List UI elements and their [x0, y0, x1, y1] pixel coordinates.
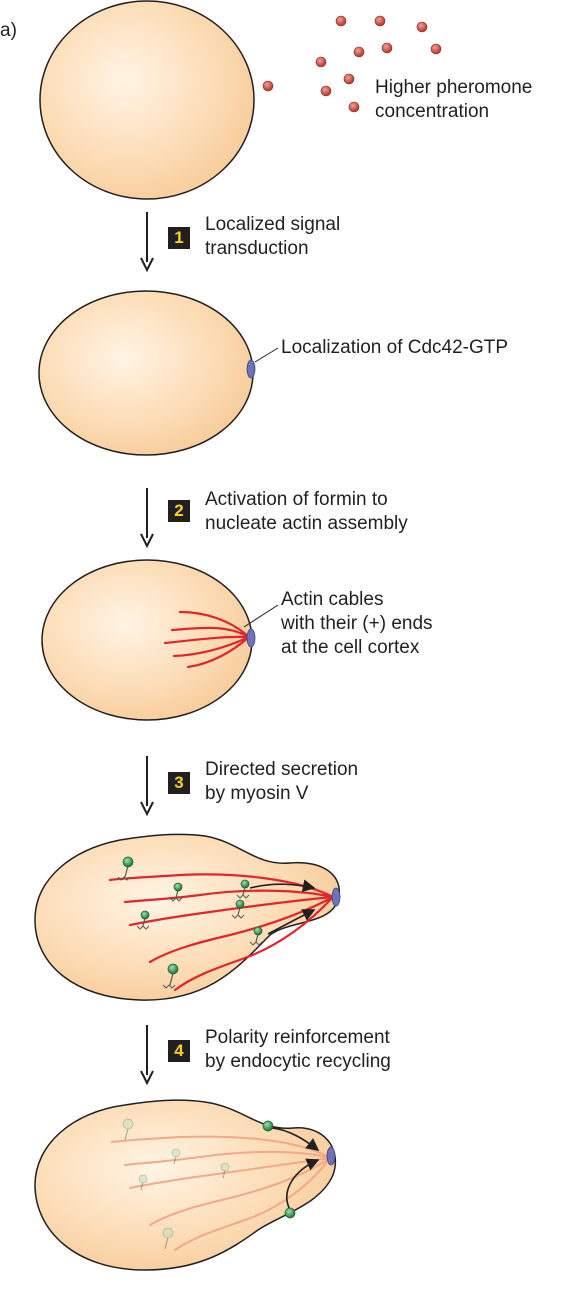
step-2-label-line2: nucleate actin assembly — [205, 513, 408, 534]
down-arrow-icon — [140, 488, 154, 549]
secretory-vesicle-icon — [162, 963, 179, 989]
actin-cables — [163, 610, 251, 669]
secretory-vesicle-icon — [122, 1118, 134, 1141]
cell-directed-secretion — [34, 833, 341, 1001]
stimulus-label-line1: Higher pheromone — [375, 77, 533, 98]
cell-body — [38, 290, 254, 456]
cdc42-patch — [331, 887, 341, 907]
pheromone-molecule-icon — [315, 56, 327, 68]
pheromone-molecule-icon — [430, 43, 442, 55]
pheromone-molecule-icon — [343, 73, 355, 85]
secretory-vesicle-icon — [138, 1174, 148, 1191]
secretory-vesicle-icon — [284, 1207, 296, 1219]
secretory-vesicle-icon — [249, 926, 263, 946]
down-arrow-icon — [140, 1025, 154, 1086]
stimulus-label-line2: concentration — [375, 101, 490, 122]
actin-label-line3: at the cell cortex — [281, 637, 420, 658]
cdc42-leader-line — [254, 347, 279, 363]
cdc42-patch — [246, 628, 256, 648]
pheromone-molecule-icon — [353, 46, 365, 58]
secretory-vesicle-icon — [169, 882, 183, 902]
recycling-arrows — [271, 1127, 320, 1211]
faded-vesicles — [122, 1118, 230, 1250]
cell-body — [34, 833, 340, 1001]
actin-cables-faded — [111, 1135, 331, 1251]
cell-body — [34, 1099, 337, 1271]
step-3-label-line2: by myosin V — [205, 783, 309, 804]
step-1-badge: 1 — [168, 227, 190, 249]
pheromone-molecule-icon — [262, 80, 274, 92]
step-2-badge: 2 — [168, 500, 190, 522]
pheromone-gradient — [262, 15, 442, 113]
pheromone-molecule-icon — [381, 42, 393, 54]
pheromone-molecule-icon — [335, 15, 347, 27]
actin-leader-line — [243, 604, 279, 628]
secretory-vesicle-icon — [171, 1148, 181, 1165]
pheromone-molecule-icon — [320, 85, 332, 97]
actin-label-line1: Actin cables — [281, 589, 384, 610]
cell-unpolarized — [39, 0, 255, 200]
secretory-vesicle-icon — [220, 1162, 230, 1179]
cdc42-label: Localization of Cdc42-GTP — [281, 337, 509, 358]
secretory-vesicles — [117, 856, 263, 989]
cell-endocytic-recycling — [34, 1099, 337, 1271]
step-1-label-line2: transduction — [205, 238, 309, 259]
down-arrow-icon — [140, 756, 154, 817]
secretory-vesicle-icon — [231, 899, 245, 919]
cell-cdc42-localized — [38, 290, 279, 456]
cell-body — [39, 0, 255, 200]
step-4-label-line2: by endocytic recycling — [205, 1051, 391, 1072]
cell-body — [41, 559, 253, 721]
secretory-vesicle-icon — [162, 1227, 174, 1250]
pheromone-molecule-icon — [374, 15, 386, 27]
secretory-vesicle-icon — [117, 856, 134, 881]
cdc42-patch — [326, 1146, 336, 1166]
secretory-vesicle-icon — [136, 910, 150, 930]
step-4-label-line1: Polarity reinforcement — [205, 1027, 390, 1048]
step-arrows — [140, 212, 154, 1086]
step-3-badge: 3 — [168, 772, 190, 794]
cell-actin-cables — [41, 559, 279, 721]
actin-label-line2: with their (+) ends — [281, 613, 433, 634]
transport-arrows — [249, 879, 316, 935]
panel-label: a) — [0, 20, 17, 41]
step-1-label-line1: Localized signal — [205, 214, 341, 235]
step-2-label-line1: Activation of formin to — [205, 489, 388, 510]
pheromone-molecule-icon — [348, 101, 360, 113]
step-4-badge: 4 — [168, 1040, 190, 1062]
pheromone-molecule-icon — [416, 21, 428, 33]
step-3-label-line1: Directed secretion — [205, 759, 359, 780]
cdc42-patch — [246, 359, 256, 379]
down-arrow-icon — [140, 212, 154, 273]
secretory-vesicle-icon — [262, 1120, 274, 1132]
secretory-vesicle-icon — [236, 879, 250, 899]
